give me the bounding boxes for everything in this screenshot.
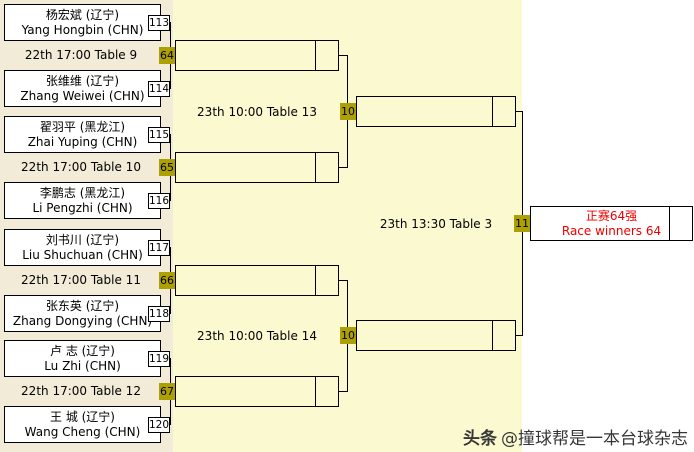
seed-number-tag: 118 — [148, 305, 170, 322]
winner-label-en: Race winners 64 — [561, 223, 662, 238]
connector-line — [339, 391, 348, 392]
watermark: 头条@撞球帮是一本台球杂志 — [463, 424, 688, 449]
score-divider — [315, 377, 316, 406]
score-divider — [315, 153, 316, 182]
seed-number-tag: 113 — [148, 14, 170, 31]
round2-match-box — [175, 152, 339, 183]
player-name-en: Lu Zhi (CHN) — [44, 358, 121, 373]
player-name-cn: 杨宏斌 (辽宁) — [45, 7, 120, 22]
score-divider — [669, 207, 670, 240]
watermark-account: @撞球帮是一本台球杂志 — [501, 429, 688, 449]
player-box: 卢 志 (辽宁) Lu Zhi (CHN) 119 — [4, 340, 170, 377]
player-name-en: Liu Shuchuan (CHN) — [22, 247, 143, 262]
seed-number-tag: 116 — [148, 192, 170, 209]
player-box: 李鹏志 (黑龙江) Li Pengzhi (CHN) 116 — [4, 182, 170, 219]
player-name-en: Li Pengzhi (CHN) — [32, 200, 133, 215]
player-box: 王 城 (辽宁) Wang Cheng (CHN) 120 — [4, 406, 170, 443]
player-box: 杨宏斌 (辽宁) Yang Hongbin (CHN) 113 — [4, 4, 170, 41]
round2-match-box — [175, 40, 339, 71]
player-name-en: Yang Hongbin (CHN) — [21, 22, 144, 37]
semifinal-schedule: 23th 13:30 Table 3 — [379, 217, 493, 231]
player-name-en: Wang Cheng (CHN) — [24, 424, 141, 439]
winner-label-cn: 正赛64强 — [585, 208, 638, 223]
score-divider — [492, 321, 493, 350]
score-divider — [315, 41, 316, 70]
match-number-tag: 65 — [159, 159, 175, 176]
round2-schedule: 23th 10:00 Table 14 — [197, 329, 317, 343]
player-name-cn: 张东英 (辽宁) — [45, 298, 120, 313]
winner-box: 正赛64强 Race winners 64 — [530, 206, 693, 241]
player-box: 刘书川 (辽宁) Liu Shuchuan (CHN) 117 — [4, 229, 170, 266]
player-name-cn: 王 城 (辽宁) — [50, 409, 115, 424]
match-number-tag: 10 — [340, 103, 356, 120]
round3-match-box — [356, 320, 516, 351]
connector-line — [339, 167, 348, 168]
player-name-cn: 李鹏志 (黑龙江) — [39, 185, 126, 200]
round1-schedule: 22th 17:00 Table 9 — [24, 48, 138, 62]
seed-number-tag: 115 — [148, 126, 170, 143]
match-number-tag: 64 — [159, 47, 175, 64]
player-name-cn: 翟羽平 (黑龙江) — [39, 119, 126, 134]
match-number-tag: 11 — [514, 215, 530, 232]
round3-match-box — [356, 96, 516, 127]
player-box: 翟羽平 (黑龙江) Zhai Yuping (CHN) 115 — [4, 116, 170, 153]
seed-number-tag: 117 — [148, 239, 170, 256]
round1-schedule: 22th 17:00 Table 11 — [21, 273, 141, 287]
player-name-en: Zhang Dongying (CHN) — [12, 313, 153, 328]
match-number-tag: 10 — [340, 327, 356, 344]
watermark-brand: 头条 — [463, 429, 497, 449]
player-name-en: Zhang Weiwei (CHN) — [20, 88, 145, 103]
score-divider — [492, 97, 493, 126]
round1-schedule: 22th 17:00 Table 10 — [21, 160, 141, 174]
player-box: 张维维 (辽宁) Zhang Weiwei (CHN) 114 — [4, 70, 170, 107]
match-number-tag: 67 — [159, 383, 175, 400]
player-box: 张东英 (辽宁) Zhang Dongying (CHN) 118 — [4, 295, 170, 332]
connector-line — [339, 280, 348, 281]
seed-number-tag: 114 — [148, 80, 170, 97]
round2-schedule: 23th 10:00 Table 13 — [197, 105, 317, 119]
seed-number-tag: 120 — [148, 416, 170, 433]
player-name-cn: 张维维 (辽宁) — [45, 73, 120, 88]
connector-line — [339, 55, 348, 56]
connector-line — [516, 111, 523, 112]
score-divider — [315, 266, 316, 295]
round1-schedule: 22th 17:00 Table 12 — [21, 384, 141, 398]
match-number-tag: 66 — [159, 272, 175, 289]
round2-match-box — [175, 376, 339, 407]
round2-match-box — [175, 265, 339, 296]
player-name-en: Zhai Yuping (CHN) — [27, 134, 138, 149]
connector-line — [516, 335, 523, 336]
player-name-cn: 卢 志 (辽宁) — [50, 343, 115, 358]
player-name-cn: 刘书川 (辽宁) — [45, 232, 120, 247]
seed-number-tag: 119 — [148, 350, 170, 367]
